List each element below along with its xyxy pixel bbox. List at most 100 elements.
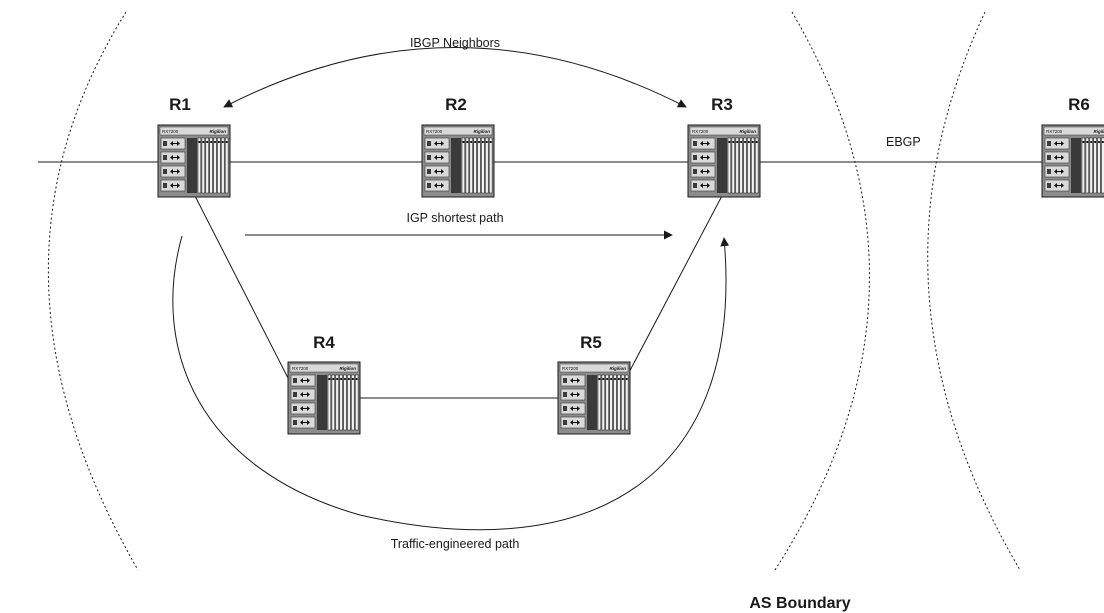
- traffic-engineered-path-label: Traffic-engineered path: [391, 537, 520, 551]
- router-slot-led: [1086, 141, 1089, 143]
- router-port-arrows-icon: [570, 420, 580, 425]
- router-slot-led: [470, 141, 473, 143]
- router-port-arrows-icon: [1054, 155, 1064, 160]
- router-slot-card: [601, 374, 605, 431]
- router-header-strip: [423, 126, 493, 136]
- router-slot-card: [201, 137, 205, 194]
- router-brand-text: Rigilion: [210, 129, 227, 134]
- as-boundary-label: AS Boundary: [749, 595, 850, 612]
- ebgp-label: EBGP: [886, 135, 921, 149]
- router-port-led: [1047, 169, 1051, 174]
- router-slot-card: [739, 137, 743, 194]
- router-slot-led: [340, 378, 342, 380]
- router-slot-card: [1101, 137, 1104, 194]
- router-slot-card: [621, 374, 625, 431]
- router-header-strip: [159, 126, 229, 136]
- router-port-arrows-icon: [1054, 141, 1064, 146]
- router-slot-led: [474, 141, 476, 143]
- router-port-arrows-icon: [434, 169, 444, 174]
- router-slot-card: [617, 374, 621, 431]
- router-slot-led: [755, 141, 758, 143]
- router-slot-led: [751, 141, 754, 143]
- router-slot-card: [613, 374, 617, 431]
- router-slot-card: [1085, 137, 1089, 194]
- router-port-arrows-icon: [170, 183, 180, 188]
- router-slot-led: [1094, 141, 1096, 143]
- router-label-r4: R4: [313, 333, 335, 352]
- router-brand-text: Rigilion: [610, 366, 627, 371]
- router-slot-card: [481, 137, 485, 194]
- router-header-strip: [289, 363, 359, 373]
- router-slot-card: [469, 137, 473, 194]
- router-slot-card: [209, 137, 213, 194]
- router-slot-led: [355, 378, 358, 380]
- router-port-arrows-icon: [170, 141, 180, 146]
- router-label-r3: R3: [711, 95, 733, 114]
- router-slot-led: [618, 378, 620, 380]
- ibgp-neighbors-label: IBGP Neighbors: [410, 36, 500, 50]
- router-slot-card: [351, 374, 355, 431]
- router-slot-led: [348, 378, 350, 380]
- router-brand-text: Rigilion: [1094, 129, 1104, 134]
- router-slot-card: [731, 137, 735, 194]
- router-port-arrows-icon: [300, 392, 310, 397]
- router-slot-card: [625, 374, 629, 431]
- router-slot-led: [210, 141, 212, 143]
- router-model-text: RX7200: [292, 366, 309, 371]
- router-port-led: [293, 392, 297, 397]
- router-label-r6: R6: [1068, 95, 1090, 114]
- link-r5-r3: [624, 191, 725, 381]
- router-backplane: [587, 375, 597, 430]
- router-port-led: [427, 183, 431, 188]
- router-slot-led: [332, 378, 335, 380]
- router-port-led: [693, 155, 697, 160]
- router-slot-led: [218, 141, 220, 143]
- router-model-text: RX7200: [692, 129, 709, 134]
- router-port-led: [563, 420, 567, 425]
- router-backplane: [187, 138, 197, 193]
- router-slot-card: [485, 137, 489, 194]
- links: [38, 161, 1042, 399]
- router-slot-card: [205, 137, 209, 194]
- router-slot-card: [1097, 137, 1101, 194]
- router-slot-card: [735, 137, 739, 194]
- router-backplane: [717, 138, 727, 193]
- router-slot-led: [344, 378, 346, 380]
- router-slot-led: [462, 141, 465, 143]
- router-slot-card: [327, 374, 332, 431]
- router-port-arrows-icon: [700, 155, 710, 160]
- router-slot-card: [747, 137, 751, 194]
- router-slot-card: [755, 137, 759, 194]
- router-port-arrows-icon: [570, 378, 580, 383]
- router-slot-card: [743, 137, 747, 194]
- router-label-r5: R5: [580, 333, 602, 352]
- router-backplane: [1071, 138, 1081, 193]
- router-port-arrows-icon: [434, 183, 444, 188]
- router-slot-led: [485, 141, 488, 143]
- router-slot-led: [328, 378, 331, 380]
- router-port-arrows-icon: [434, 141, 444, 146]
- router-slot-card: [343, 374, 347, 431]
- router-port-led: [563, 406, 567, 411]
- ibgp-neighbors-arc: [223, 47, 687, 108]
- router-slot-led: [744, 141, 746, 143]
- link-r1-r4: [193, 193, 289, 379]
- router-slot-led: [606, 378, 609, 380]
- router-port-arrows-icon: [700, 183, 710, 188]
- router-slot-card: [1089, 137, 1093, 194]
- router-slot-led: [206, 141, 209, 143]
- router-model-text: RX7200: [162, 129, 179, 134]
- router-port-led: [1047, 183, 1051, 188]
- as-boundary-right-arc: [927, 11, 1021, 571]
- router-slot-led: [202, 141, 205, 143]
- router-slot-led: [728, 141, 731, 143]
- router-slot-led: [1098, 141, 1100, 143]
- router-port-arrows-icon: [700, 169, 710, 174]
- router-header-strip: [689, 126, 759, 136]
- router-model-text: RX7200: [562, 366, 579, 371]
- router-slot-led: [610, 378, 612, 380]
- router-slot-card: [1093, 137, 1097, 194]
- router-slot-card: [1081, 137, 1086, 194]
